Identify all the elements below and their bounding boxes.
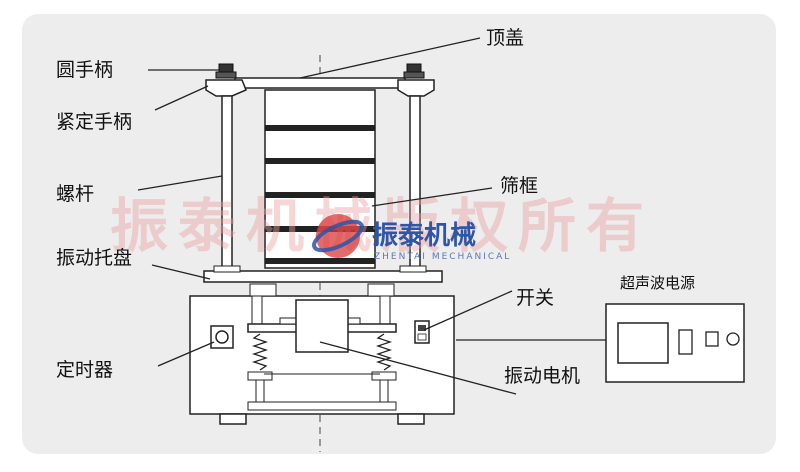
- machine-base: [189, 283, 455, 425]
- watermark-logo: 振泰机械 ZHENTAI MECHANICAL: [312, 214, 511, 262]
- label-vibration-tray: 振动托盘: [56, 247, 132, 269]
- power-display: [617, 322, 669, 364]
- label-vibration-motor: 振动电机: [504, 365, 580, 387]
- label-switch: 开关: [516, 287, 554, 309]
- top-cover: [205, 77, 435, 97]
- watermark: 振泰机械版权所有: [110, 192, 654, 260]
- leader-lines: [137, 37, 517, 395]
- label-ultrasonic-power: 超声波电源: [620, 274, 695, 292]
- label-round-handle: 圆手柄: [56, 59, 113, 81]
- right-nut: [403, 63, 425, 79]
- label-screw-rod: 螺杆: [56, 183, 94, 205]
- label-tightening-handle: 紧定手柄: [56, 111, 132, 133]
- label-sieve-frame: 筛框: [500, 175, 538, 197]
- watermark-logo-sub: ZHENTAI MECHANICAL: [374, 252, 511, 262]
- watermark-logo-text: 振泰机械: [372, 221, 476, 251]
- vibration-tray: [203, 265, 443, 283]
- watermark-text: 振泰机械版权所有: [110, 192, 654, 260]
- ultrasonic-power-box: [456, 303, 745, 383]
- label-top-cover: 顶盖: [486, 27, 524, 49]
- left-nut: [215, 63, 237, 79]
- label-timer: 定时器: [56, 359, 113, 381]
